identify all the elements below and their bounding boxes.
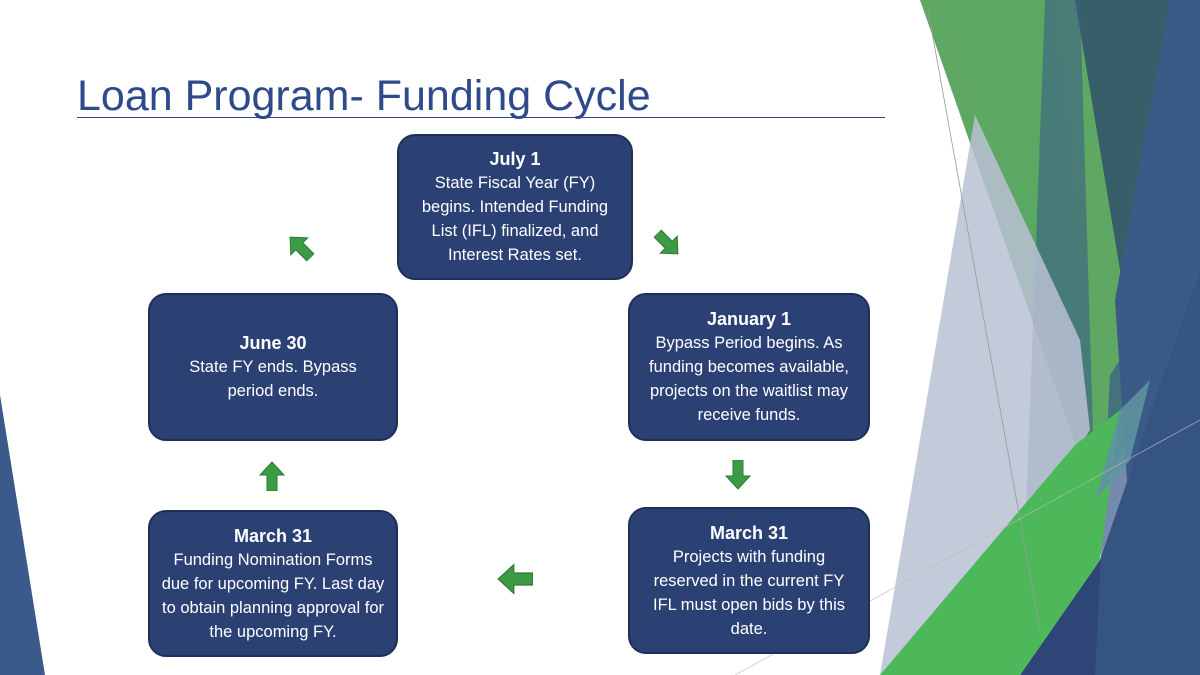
slide-title: Loan Program- Funding Cycle: [77, 72, 651, 120]
step-text: State Fiscal Year (FY) begins. Intended …: [421, 174, 609, 264]
arrow-down-icon: [724, 460, 752, 490]
step-june-30: June 30 State FY ends. Bypass period end…: [148, 293, 398, 441]
step-text: Bypass Period begins. As funding becomes…: [649, 334, 849, 424]
arrow-left-icon: [497, 563, 533, 595]
step-heading: March 31: [709, 522, 789, 543]
step-march-31-nomination: March 31 Funding Nomination Forms due fo…: [148, 510, 398, 657]
step-heading: March 31: [233, 525, 313, 546]
step-text: Funding Nomination Forms due for upcomin…: [161, 550, 385, 641]
arrow-down-right-icon: [653, 229, 679, 255]
title-underline: [77, 117, 885, 118]
step-january-1: January 1 Bypass Period begins. As fundi…: [628, 293, 870, 441]
step-july-1: July 1 State Fiscal Year (FY) begins. In…: [397, 134, 633, 280]
step-heading: July 1: [489, 149, 541, 169]
step-heading: January 1: [706, 309, 792, 329]
step-heading: June 30: [239, 333, 307, 353]
arrow-up-icon: [258, 461, 286, 491]
step-text: Projects with funding reserved in the cu…: [653, 547, 845, 638]
step-march-31-bids: March 31 Projects with funding reserved …: [628, 507, 870, 654]
step-text: State FY ends. Bypass period ends.: [189, 358, 357, 400]
arrow-up-right-icon: [289, 236, 315, 262]
